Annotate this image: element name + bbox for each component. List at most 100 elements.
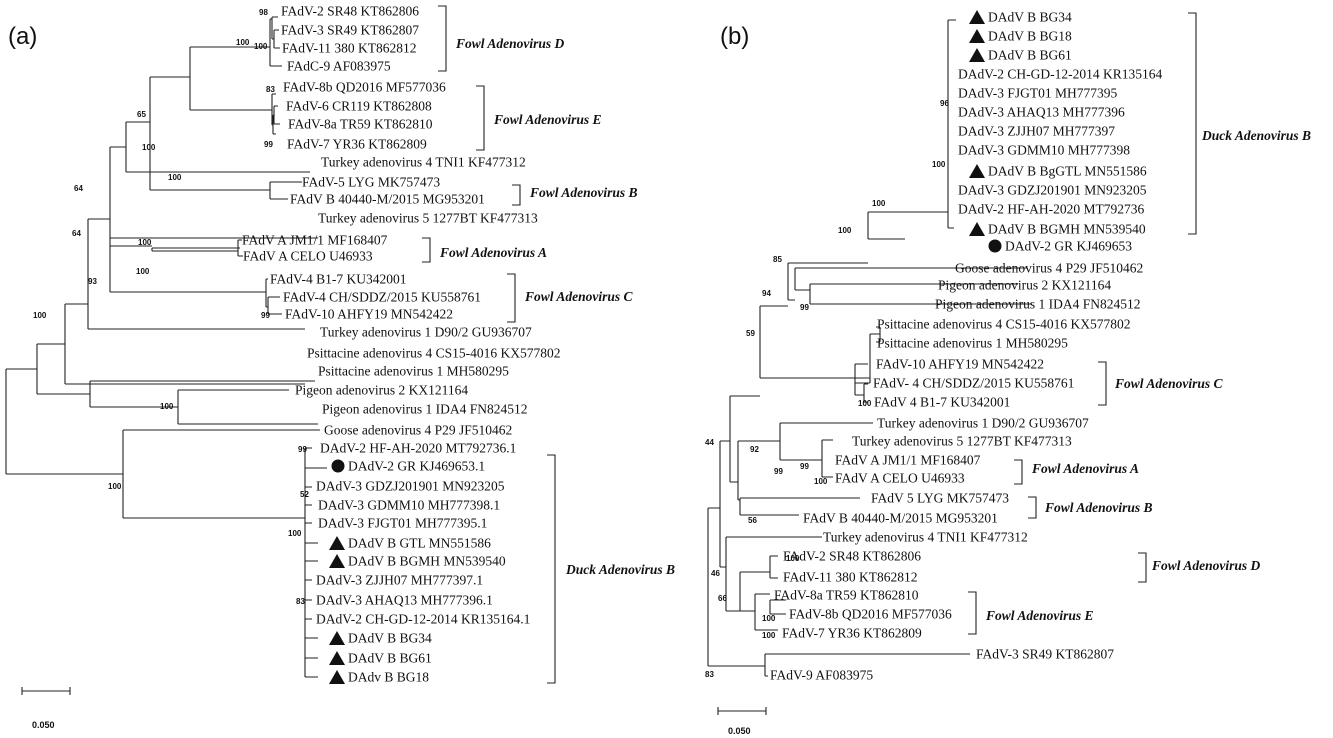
group-label: Fowl Adenovirus B	[1044, 500, 1153, 515]
group-bracket	[547, 454, 556, 684]
bootstrap-value: 99	[800, 462, 809, 471]
taxon-label: FAdV-11 380 KT862812	[783, 570, 918, 585]
taxon-label: DAdV-3 GDZJ201901 MN923205	[958, 183, 1147, 198]
taxon-label: DAdV-2 HF-AH-2020 MT792736	[958, 202, 1145, 217]
taxon-label: FAdV-8a TR59 KT862810	[288, 117, 433, 132]
taxon-label: Goose adenovirus 4 P29 JF510462	[955, 261, 1143, 276]
bootstrap-value: 44	[705, 438, 714, 447]
bootstrap-value: 85	[773, 255, 782, 264]
taxon-label: DAdV-3 AHAQ13 MH777396	[958, 105, 1125, 120]
taxon-label: FAdV-9 AF083975	[770, 668, 873, 683]
taxon-label: DAdV-3 ZJJH07 MH777397	[958, 124, 1115, 139]
bootstrap-value: 99	[774, 467, 783, 476]
taxon-label: FAdV A JM1/1 MF168407	[242, 233, 388, 248]
panel-a-branches	[5, 16, 327, 678]
bootstrap-value: 99	[264, 140, 273, 149]
triangle-marker-icon	[969, 10, 985, 24]
bootstrap-value: 100	[138, 238, 152, 247]
group-bracket	[1014, 459, 1023, 485]
taxon-label: DAdV B BG34	[988, 10, 1072, 25]
bootstrap-value: 100	[872, 199, 886, 208]
bootstrap-value: 100	[814, 477, 828, 486]
bootstrap-value: 66	[718, 594, 727, 603]
taxon-label: DAdV-2 GR KJ469653	[1005, 239, 1132, 254]
taxon-label: FAdV-7 YR36 KT862809	[287, 137, 427, 152]
group-label: Duck Adenovirus B	[565, 562, 675, 577]
group-bracket	[1138, 552, 1147, 583]
taxon-label: FAdV-11 380 KT862812	[282, 41, 417, 56]
panel-a-branch-lines	[5, 16, 327, 678]
taxon-label: DAdV-2 CH-GD-12-2014 KR135164.1	[316, 612, 530, 627]
taxon-label: DAdV-3 GDMM10 MH777398.1	[318, 498, 500, 513]
bootstrap-value: 65	[137, 110, 146, 119]
taxon-label: FAdV A CELO U46933	[835, 471, 965, 486]
taxon-label: FAdC-9 AF083975	[287, 59, 391, 74]
triangle-marker-icon	[329, 631, 345, 645]
bootstrap-value: 100	[838, 226, 852, 235]
bootstrap-value: 64	[74, 184, 83, 193]
taxon-label: FAdV-2 SR48 KT862806	[783, 549, 921, 564]
bootstrap-value: 100	[142, 143, 156, 152]
bootstrap-value: 100	[288, 529, 302, 538]
taxon-label: FAdV-7 YR36 KT862809	[782, 626, 922, 641]
taxon-label: Pigeon adenovirus 1 IDA4 FN824512	[935, 297, 1141, 312]
bootstrap-value: 100	[254, 42, 268, 51]
taxon-label: FAdV B 40440-M/2015 MG953201	[290, 192, 485, 207]
bootstrap-value: 93	[88, 277, 97, 286]
group-label: Fowl Adenovirus A	[1031, 461, 1139, 476]
bootstrap-value: 59	[746, 329, 755, 338]
group-label: Fowl Adenovirus C	[524, 289, 634, 304]
group-label: Fowl Adenovirus C	[1114, 376, 1224, 391]
taxon-label: Turkey adenovirus 5 1277BT KF477313	[852, 434, 1072, 449]
taxon-label: DAdV B BG18	[988, 29, 1072, 44]
group-bracket	[476, 85, 485, 151]
taxon-label: Psittacine adenovirus 1 MH580295	[318, 364, 509, 379]
taxon-label: FAdV B 40440-M/2015 MG953201	[803, 511, 998, 526]
taxon-label: DAdV B BG61	[988, 48, 1072, 63]
taxon-label: Psittacine adenovirus 1 MH580295	[877, 336, 1068, 351]
taxon-label: DAdV-3 AHAQ13 MH777396.1	[316, 593, 493, 608]
bootstrap-value: 100	[33, 311, 47, 320]
taxon-label: DAdV-3 GDZJ201901 MN923205	[316, 479, 505, 494]
bootstrap-value: 100	[786, 554, 800, 563]
triangle-marker-icon	[329, 670, 345, 684]
taxon-label: Turkey adenovirus 1 D90/2 GU936707	[877, 416, 1089, 431]
taxon-label: Turkey adenovirus 4 TNI1 KF477312	[823, 530, 1028, 545]
taxon-label: FAdV 5 LYG MK757473	[871, 491, 1009, 506]
group-bracket	[1188, 12, 1197, 235]
taxon-label: DAdV B BG61	[348, 651, 432, 666]
triangle-marker-icon	[329, 554, 345, 568]
bootstrap-value: 100	[858, 399, 872, 408]
circle-marker-icon	[988, 239, 1002, 253]
taxon-label: DAdV B BGMH MN539540	[348, 554, 506, 569]
taxon-label: FAdV-6 CR119 KT862808	[286, 99, 432, 114]
group-label: Fowl Adenovirus E	[985, 608, 1094, 623]
group-bracket	[1028, 496, 1037, 519]
panel-b-scale-bar: 0.050	[717, 707, 767, 736]
taxon-label: DAdV-2 GR KJ469653.1	[348, 459, 485, 474]
taxon-label: Pigeon adenovirus 2 KX121164	[295, 383, 468, 398]
scale-bar-label: 0.050	[32, 720, 55, 730]
taxon-label: FAdV- 4 CH/SDDZ/2015 KU558761	[873, 376, 1074, 391]
taxon-label: FAdV-2 SR48 KT862806	[281, 4, 419, 19]
taxon-label: DAdV-3 ZJJH07 MH777397.1	[316, 573, 483, 588]
taxon-label: DAdV B GTL MN551586	[348, 536, 491, 551]
taxon-label: FAdV-3 SR49 KT862807	[281, 23, 419, 38]
panel-b-bootstrap-values: 9610010010085949959100999299100564410046…	[705, 99, 949, 679]
bootstrap-value: 100	[160, 402, 174, 411]
triangle-marker-icon	[969, 48, 985, 62]
group-label: Fowl Adenovirus D	[455, 36, 565, 51]
bootstrap-value: 99	[261, 311, 270, 320]
group-label: Fowl Adenovirus A	[439, 245, 547, 260]
group-bracket	[422, 237, 431, 263]
group-label: Fowl Adenovirus B	[529, 185, 638, 200]
bootstrap-value: 100	[136, 267, 150, 276]
bootstrap-value: 83	[705, 670, 714, 679]
taxon-label: DAdV-3 FJGT01 MH777395.1	[318, 516, 487, 531]
bootstrap-value: 83	[266, 85, 275, 94]
